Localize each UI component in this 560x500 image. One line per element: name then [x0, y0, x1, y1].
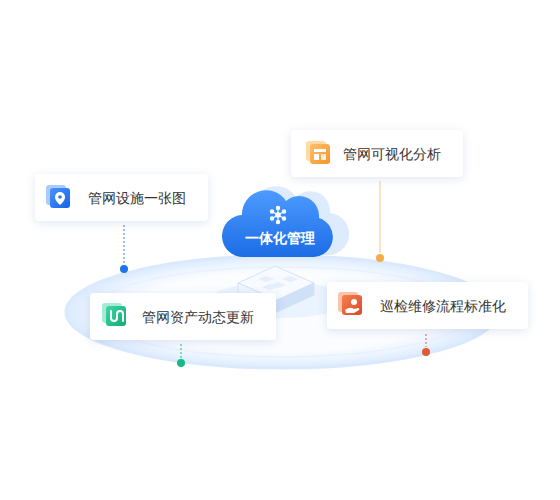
card-label: 管网资产动态更新: [142, 307, 254, 327]
card-label: 管网设施一张图: [88, 188, 186, 208]
icon-facility-map: [46, 185, 70, 208]
cloud-shape: [210, 183, 350, 263]
icon-visual-analysis: [306, 141, 330, 164]
icon-inspection: [338, 292, 362, 315]
cloud-label: 一体化管理: [210, 230, 350, 248]
card-label: 管网可视化分析: [343, 144, 441, 164]
cloud-node: 一体化管理: [210, 183, 350, 263]
feature-card: 管网设施一张图: [35, 174, 208, 221]
feature-card: 巡检维修流程标准化: [327, 282, 528, 329]
icon-asset-update: [102, 303, 126, 326]
card-label: 巡检维修流程标准化: [380, 296, 506, 316]
feature-card: 管网可视化分析: [291, 130, 463, 177]
feature-card: 管网资产动态更新: [90, 293, 276, 340]
